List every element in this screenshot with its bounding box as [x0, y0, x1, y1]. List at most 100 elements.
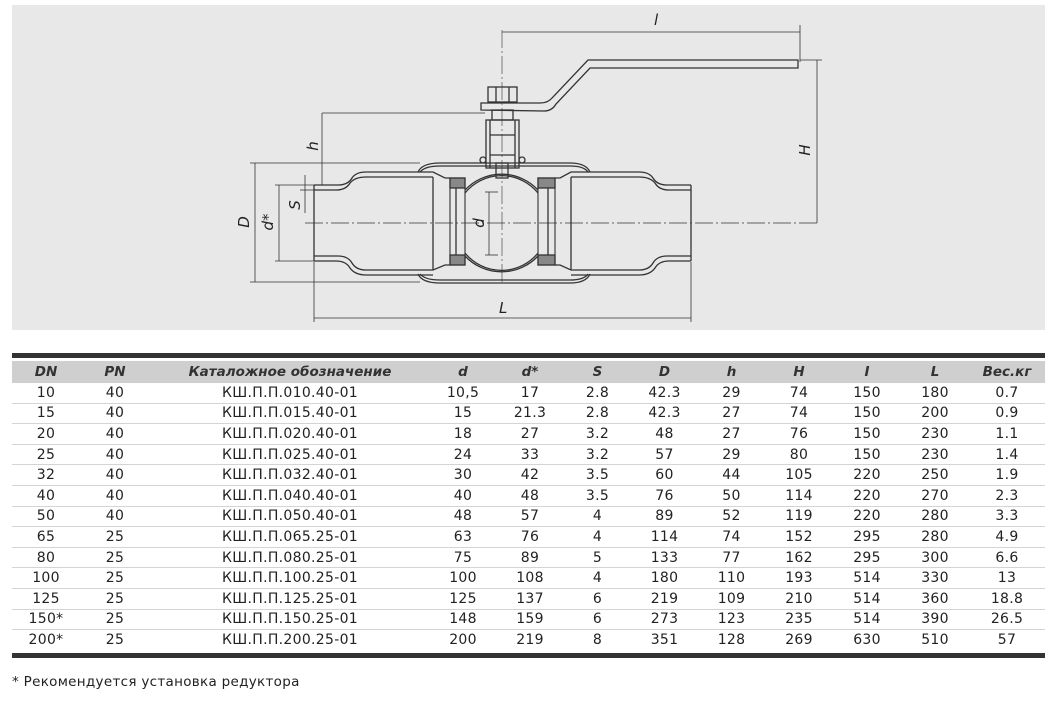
- table-cell: 0.9: [969, 403, 1045, 425]
- footnote: * Рекомендуется установка редуктора: [12, 674, 300, 690]
- table-cell: 29: [698, 383, 765, 404]
- table-cell: 180: [901, 383, 969, 404]
- valve-technical-drawing: l H h D d* S d L: [12, 5, 1045, 330]
- table-cell: 18: [430, 423, 496, 445]
- table-cell: 63: [430, 526, 496, 548]
- table-cell: 40: [12, 485, 80, 507]
- table-cell: 74: [765, 383, 833, 404]
- table-cell: 60: [631, 464, 698, 486]
- table-cell: 114: [765, 485, 833, 507]
- table-cell: 24: [430, 444, 496, 466]
- table-cell: 6: [564, 588, 631, 610]
- table-cell: 5: [564, 547, 631, 569]
- table-cell: 108: [496, 567, 564, 589]
- table-cell: 40: [430, 485, 496, 507]
- table-cell: 200*: [28, 631, 64, 648]
- table-cell: 33: [496, 444, 564, 466]
- table-cell: 360: [901, 588, 969, 610]
- table-cell: 40: [80, 464, 150, 486]
- table-cell: 32: [12, 464, 80, 486]
- valve-body: [305, 30, 820, 285]
- table-cell: 150*: [12, 609, 80, 631]
- table-cell: 220: [833, 464, 901, 486]
- table-cell: КШ.П.П.065.25-01: [150, 526, 430, 548]
- table-cell: 220: [833, 485, 901, 507]
- column-header: S: [564, 361, 631, 383]
- table-cell: 29: [698, 444, 765, 466]
- table-cell: 40: [80, 485, 150, 507]
- table-cell: 4: [564, 526, 631, 548]
- dim-label-D: D: [235, 216, 253, 228]
- table-cell: 1.4: [969, 444, 1045, 466]
- column-header: PN: [80, 361, 150, 383]
- table-cell: 40: [80, 403, 150, 425]
- table-cell: 30: [430, 464, 496, 486]
- table-cell: 351: [650, 631, 679, 648]
- table-cell: 21.3: [496, 403, 564, 425]
- table-cell: 219: [631, 588, 698, 610]
- table-cell: 123: [698, 609, 765, 631]
- column-header: DN: [12, 361, 80, 383]
- table-cell: 2.8: [564, 403, 631, 425]
- table-cell: 17: [496, 383, 564, 404]
- table-cell: 119: [765, 506, 833, 528]
- table-cell: 133: [631, 547, 698, 569]
- table-cell: 48: [496, 485, 564, 507]
- table-cell: 273: [631, 609, 698, 631]
- table-cell: 10: [12, 383, 80, 404]
- table-cell: 280: [901, 506, 969, 528]
- table-cell: 89: [496, 547, 564, 569]
- table-cell: 630: [853, 631, 881, 648]
- table-cell: 3.5: [564, 464, 631, 486]
- table-cell: 74: [698, 526, 765, 548]
- table-cell: 270: [901, 485, 969, 507]
- table-cell: 25: [80, 526, 150, 548]
- table-cell: КШ.П.П.100.25-01: [150, 567, 430, 589]
- table-cell: 110: [698, 567, 765, 589]
- table-cell: 76: [631, 485, 698, 507]
- table-cell: 40: [80, 383, 150, 404]
- table-cell: 44: [698, 464, 765, 486]
- table-cell: 148: [430, 609, 496, 631]
- column-header: I: [833, 361, 901, 383]
- table-cell: 125: [12, 588, 80, 610]
- table-cell: 15: [12, 403, 80, 425]
- dim-label-L: L: [499, 299, 507, 317]
- table-cell: 57: [496, 506, 564, 528]
- table-cell: 4: [564, 506, 631, 528]
- table-cell: 27: [698, 403, 765, 425]
- table-cell: 514: [833, 588, 901, 610]
- table-cell: 180: [631, 567, 698, 589]
- table-cell: КШ.П.П.040.40-01: [150, 485, 430, 507]
- table-cell: 390: [901, 609, 969, 631]
- table-cell: 89: [631, 506, 698, 528]
- table-cell: 1.9: [969, 464, 1045, 486]
- table-cell: 200: [901, 403, 969, 425]
- table-cell: КШ.П.П.025.40-01: [150, 444, 430, 466]
- table-cell: 100: [12, 567, 80, 589]
- column-header: H: [765, 361, 833, 383]
- table-cell: 137: [496, 588, 564, 610]
- table-cell: 300: [901, 547, 969, 569]
- table-cell: 210: [765, 588, 833, 610]
- table-cell: 8: [592, 631, 603, 648]
- table-cell: 193: [765, 567, 833, 589]
- table-cell: 40: [80, 423, 150, 445]
- table-cell: 280: [901, 526, 969, 548]
- table-cell: 48: [631, 423, 698, 445]
- table-cell: 76: [765, 423, 833, 445]
- table-cell: 25: [80, 567, 150, 589]
- table-cell: 27: [496, 423, 564, 445]
- column-header: Каталожное обозначение: [150, 361, 430, 383]
